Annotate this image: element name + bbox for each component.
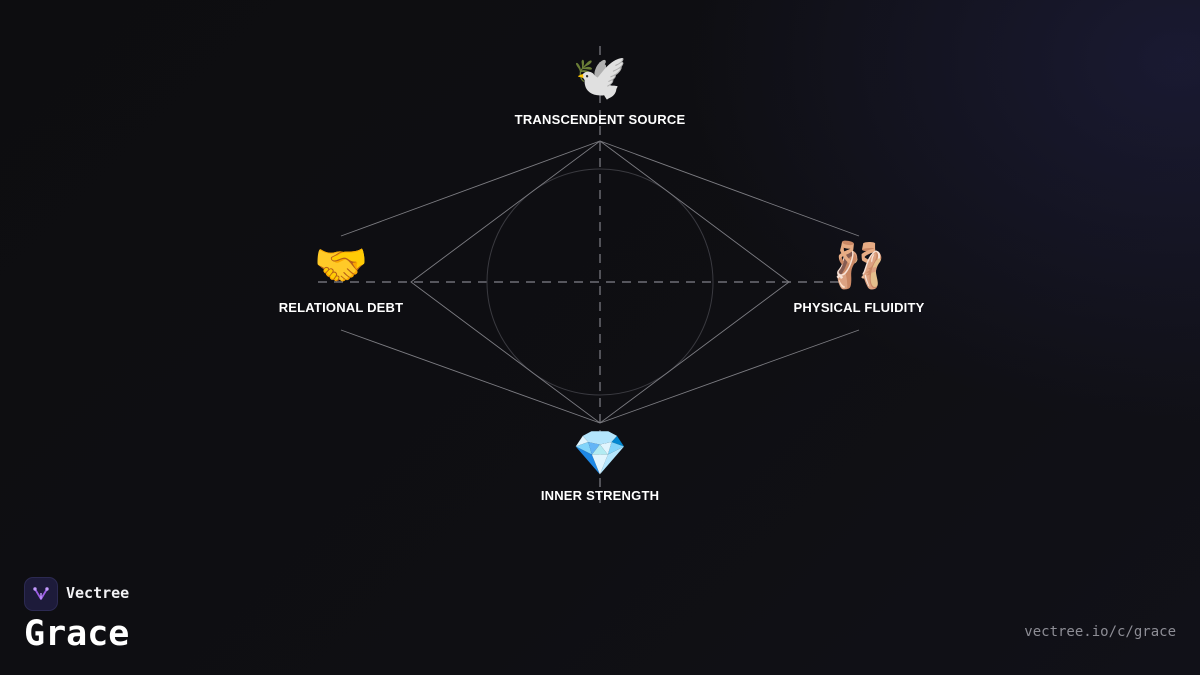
node-label: PHYSICAL FLUIDITY: [793, 300, 925, 315]
vectree-logo-icon[interactable]: [24, 577, 58, 611]
node-inner-strength: 💎 INNER STRENGTH: [480, 428, 720, 503]
edge-top-left: [340, 140, 601, 237]
brand-name[interactable]: Vectree: [66, 584, 130, 602]
node-relational-debt: 🤝 RELATIONAL DEBT: [221, 240, 461, 315]
page-title: Grace: [24, 614, 130, 654]
brand-block: Vectree Grace: [24, 577, 324, 667]
dove-icon: 🕊️: [572, 53, 628, 102]
center-circle: [486, 168, 714, 396]
edge-bottom-left: [340, 329, 601, 424]
edge-bottom-right: [599, 329, 860, 424]
edge-top-right: [599, 140, 860, 237]
node-transcendent-source: 🕊️ TRANSCENDENT SOURCE: [480, 52, 720, 127]
node-label: RELATIONAL DEBT: [278, 300, 404, 315]
ballet-shoes-icon: 🩰: [831, 241, 887, 290]
node-physical-fluidity: 🩰 PHYSICAL FLUIDITY: [739, 240, 979, 315]
page-url[interactable]: vectree.io/c/grace: [1024, 624, 1176, 640]
node-label: TRANSCENDENT SOURCE: [514, 112, 686, 127]
handshake-icon: 🤝: [313, 241, 369, 290]
node-label: INNER STRENGTH: [540, 488, 660, 503]
gem-icon: 💎: [572, 429, 628, 478]
